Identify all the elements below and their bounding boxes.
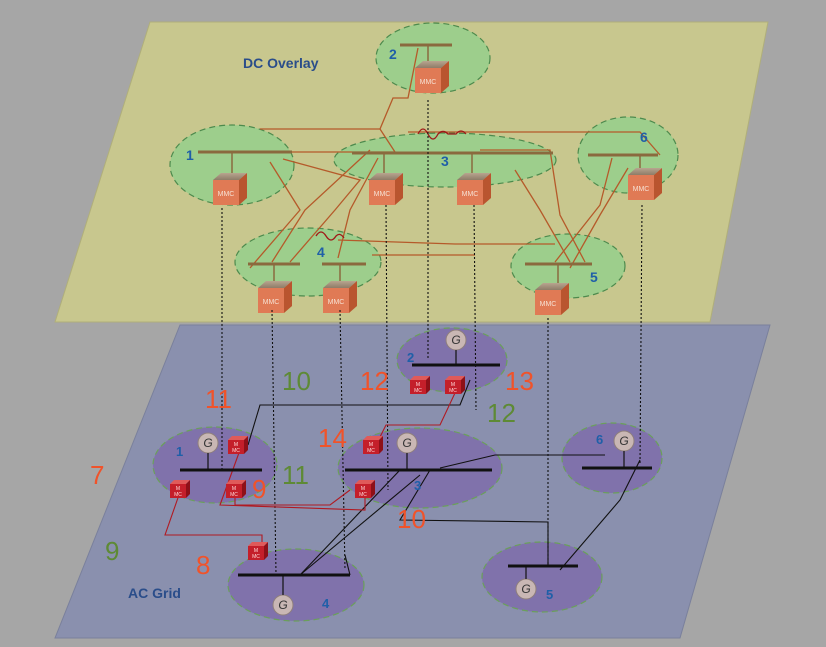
dc-overlay-title: DC Overlay bbox=[243, 55, 319, 71]
red-line-label-7: 7 bbox=[90, 460, 104, 490]
converter-label-top: M bbox=[451, 382, 455, 388]
ac-zone-6 bbox=[561, 422, 663, 494]
mmc-box: MMC bbox=[323, 281, 357, 313]
dc-node-label-5: 5 bbox=[590, 269, 598, 285]
mmc-label: MMC bbox=[374, 191, 391, 198]
ac-node-label-1: 1 bbox=[176, 444, 183, 459]
generators: G G G G G G bbox=[197, 329, 635, 616]
dc-busbars bbox=[198, 43, 658, 266]
red-line-label-8: 8 bbox=[196, 550, 210, 580]
converter-label-top: M bbox=[416, 382, 420, 388]
generator-icon: G bbox=[515, 578, 537, 600]
generator-icon: G bbox=[445, 329, 467, 351]
converter-box: MMC bbox=[248, 542, 268, 560]
generator-icon: G bbox=[272, 594, 294, 616]
converter-box: MMC bbox=[355, 480, 375, 498]
converter-label-bottom: MC bbox=[232, 448, 240, 454]
red-line-label-11: 11 bbox=[205, 384, 232, 414]
converter-label-top: M bbox=[176, 486, 180, 492]
ac-node-label-3: 3 bbox=[414, 478, 421, 493]
generator-label: G bbox=[619, 434, 628, 448]
red-line-label-10: 10 bbox=[397, 504, 426, 534]
ac-node-label-4: 4 bbox=[322, 596, 330, 611]
ac-lines bbox=[247, 379, 641, 576]
ac-node-label-6: 6 bbox=[596, 432, 603, 447]
green-line-label-9: 9 bbox=[105, 536, 119, 566]
dc-zone-4 bbox=[234, 227, 382, 297]
converter-label-bottom: MC bbox=[449, 388, 457, 394]
converter-label-bottom: MC bbox=[174, 492, 182, 498]
mmc-box: MMC bbox=[628, 168, 662, 200]
mmc-label: MMC bbox=[633, 186, 650, 193]
dc-node-label-3: 3 bbox=[441, 153, 449, 169]
green-line-label-10: 10 bbox=[282, 366, 311, 396]
green-line-label-12: 12 bbox=[487, 398, 516, 428]
converter-box: MMC bbox=[228, 436, 248, 454]
generator-label: G bbox=[402, 436, 411, 450]
mmc-label: MMC bbox=[420, 79, 437, 86]
green-line-label-11: 11 bbox=[282, 460, 309, 490]
generator-icon: G bbox=[613, 430, 635, 452]
dc-node-label-6: 6 bbox=[640, 129, 648, 145]
ac-node-label-5: 5 bbox=[546, 587, 553, 602]
mmc-box: MMC bbox=[415, 61, 449, 93]
mmc-label: MMC bbox=[462, 191, 479, 198]
mmc-box: MMC bbox=[457, 173, 491, 205]
ac-busbars bbox=[180, 363, 652, 577]
mmc-label: MMC bbox=[540, 301, 557, 308]
converter-box: MMC bbox=[226, 480, 246, 498]
converter-label-bottom: MC bbox=[230, 492, 238, 498]
dc-node-label-2: 2 bbox=[389, 46, 397, 62]
mmc-box: MMC bbox=[258, 281, 292, 313]
red-line-label-14: 14 bbox=[318, 423, 347, 453]
mmc-box: MMC bbox=[213, 173, 247, 205]
generator-label: G bbox=[521, 582, 530, 596]
converter-label-bottom: MC bbox=[414, 388, 422, 394]
converter-box: MMC bbox=[410, 376, 430, 394]
generator-label: G bbox=[278, 598, 287, 612]
ac-zone-4 bbox=[227, 548, 365, 622]
generator-icon: G bbox=[396, 432, 418, 454]
ac-grid-title: AC Grid bbox=[128, 585, 181, 601]
mmc-box: MMC bbox=[369, 173, 403, 205]
mmc-label: MMC bbox=[328, 299, 345, 306]
red-line-label-13: 13 bbox=[505, 366, 534, 396]
red-line-label-12: 12 bbox=[360, 366, 389, 396]
converter-label-top: M bbox=[232, 486, 236, 492]
converter-box: MMC bbox=[170, 480, 190, 498]
line-labels: 11 12 13 14 7 9 8 10 10 12 11 9 bbox=[90, 366, 534, 580]
dc-node-label-1: 1 bbox=[186, 147, 194, 163]
converter-label-top: M bbox=[254, 548, 258, 554]
mmc-label: MMC bbox=[263, 299, 280, 306]
mmc-label: MMC bbox=[218, 191, 235, 198]
dc-node-label-4: 4 bbox=[317, 244, 325, 260]
generator-icon: G bbox=[197, 432, 219, 454]
mmc-box: MMC bbox=[535, 283, 569, 315]
converter-label-bottom: MC bbox=[367, 448, 375, 454]
ac-zone-5 bbox=[481, 541, 603, 613]
converter-box: MMC bbox=[445, 376, 465, 394]
converter-label-bottom: MC bbox=[252, 554, 260, 560]
converter-label-bottom: MC bbox=[359, 492, 367, 498]
generator-label: G bbox=[451, 333, 460, 347]
generator-label: G bbox=[203, 436, 212, 450]
converter-label-top: M bbox=[361, 486, 365, 492]
ac-node-label-2: 2 bbox=[407, 350, 414, 365]
converter-label-top: M bbox=[369, 442, 373, 448]
mmc-boxes: MMC MMC MMC MMC MMC MMC MMC MMC bbox=[213, 61, 662, 315]
red-line-label-9: 9 bbox=[252, 474, 266, 504]
converter-box: MMC bbox=[363, 436, 383, 454]
converter-label-top: M bbox=[234, 442, 238, 448]
